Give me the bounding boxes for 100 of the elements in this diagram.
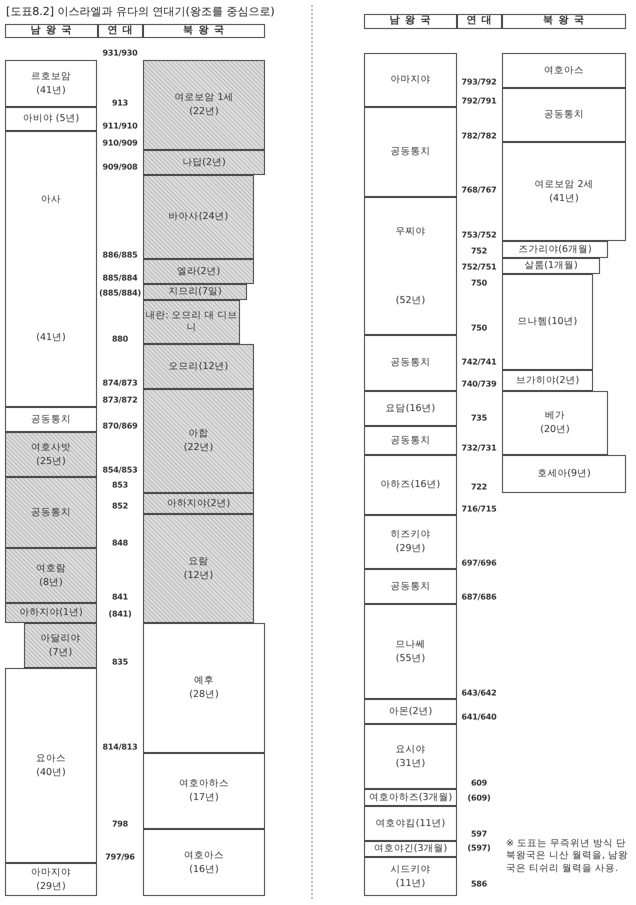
- year-label: 752/751: [462, 262, 496, 272]
- reign-label: 공동통치: [390, 357, 430, 369]
- king-name: 아달리야: [40, 632, 80, 644]
- reign-label: 공동통치: [31, 506, 71, 518]
- reign-label: 공동통치: [390, 146, 430, 158]
- reign-label: 즈가리야(6개월): [518, 244, 592, 256]
- year-label: 768/767: [462, 186, 496, 194]
- year-label: 750: [470, 324, 488, 332]
- reign-box: [364, 391, 457, 426]
- reign-box: [143, 60, 265, 150]
- year-label: 835: [112, 658, 128, 666]
- reign-box: [143, 259, 254, 284]
- column-header: 남 왕 국: [5, 24, 98, 38]
- reign-box: [5, 863, 97, 896]
- reign-length: (55년): [396, 652, 426, 664]
- reign-label: 바아사(24년): [168, 211, 228, 223]
- reign-label: 아비야 (5년): [22, 113, 80, 125]
- reign-label: 므나헴(10년): [518, 316, 578, 328]
- year-label: 643/642: [462, 688, 496, 698]
- king-name: 르호보암: [31, 70, 71, 82]
- reign-label: 엘라(2년): [176, 266, 220, 278]
- reign-box: [5, 60, 97, 107]
- reign-length: (7년): [48, 646, 72, 658]
- reign-box: [143, 753, 265, 829]
- reign-box: [5, 603, 97, 623]
- reign-label: 공동통치: [390, 580, 430, 592]
- year-label: 687/686: [462, 592, 496, 602]
- king-name: 여로보암 2세: [534, 178, 594, 190]
- year-label: 873/872: [102, 396, 138, 404]
- reign-box: [5, 407, 97, 432]
- year-label: 874/873: [102, 378, 138, 388]
- reign-box: [364, 426, 457, 455]
- reign-length: (22년): [184, 442, 214, 454]
- king-name: 므나쎄: [396, 638, 426, 650]
- reign-label: 여호아스: [544, 64, 584, 76]
- year-label: 641/640: [462, 712, 496, 722]
- reign-label: 아하지야(2년): [166, 498, 230, 510]
- year-label: 609: [470, 778, 488, 788]
- reign-length: (8년): [39, 576, 63, 588]
- reign-box: [364, 107, 457, 197]
- reign-box: [24, 623, 97, 668]
- reign-label: 아하지야(1년): [19, 607, 83, 619]
- reign-label: 여호아하즈(3개월): [368, 792, 452, 804]
- chart-title: [도표8.2] 이스라엘과 유다의 연대기(왕조를 중심으로): [6, 4, 275, 19]
- reign-box: [5, 668, 97, 863]
- reign-box: [364, 455, 457, 515]
- reign-box: [364, 789, 457, 806]
- king-name: 아사: [41, 194, 61, 206]
- reign-box: [502, 241, 608, 258]
- reign-box: [502, 455, 626, 493]
- king-name: 히즈키야: [390, 529, 430, 541]
- reign-label: 아몬(2년): [388, 706, 432, 718]
- reign-box: [364, 335, 457, 391]
- reign-label: 공동통치: [390, 434, 430, 446]
- year-label: 910/909: [102, 138, 138, 148]
- column-header: 연 대: [98, 24, 143, 38]
- king-name: 예후: [194, 675, 214, 687]
- year-label: 597: [470, 830, 488, 838]
- king-name: 여로보암 1세: [174, 92, 234, 104]
- reign-box: [143, 300, 240, 344]
- column-header: 연 대: [457, 14, 502, 29]
- king-name: 요시야: [396, 744, 426, 756]
- reign-box: [364, 569, 457, 604]
- king-name: 우찌야: [396, 226, 426, 238]
- year-label: 782/782: [462, 132, 496, 140]
- reign-box: [5, 107, 97, 131]
- year-label: 732/731: [462, 444, 496, 452]
- reign-label: 오므리(12년): [168, 360, 228, 372]
- reign-box: [502, 142, 626, 241]
- year-label: 854/853: [102, 466, 138, 474]
- reign-box: [143, 344, 254, 389]
- year-label: 913: [112, 98, 128, 108]
- reign-label: 브가히야(2년): [516, 374, 580, 386]
- year-label: 885/884: [102, 274, 138, 282]
- year-label: 716/715: [462, 504, 496, 514]
- king-name: 여호사밧: [31, 442, 71, 454]
- king-name: 베가: [545, 410, 565, 422]
- reign-box: [364, 857, 457, 896]
- king-name: 시드키야: [390, 864, 430, 876]
- reign-box: [364, 53, 457, 107]
- reign-label: 아하즈(16년): [380, 479, 440, 491]
- year-label: 931/930: [102, 48, 138, 58]
- year-label: 697/696: [462, 558, 496, 568]
- king-name: 여호람: [36, 562, 66, 574]
- year-label: 753/752: [462, 230, 496, 240]
- reign-box: [143, 284, 247, 300]
- reign-label: 나답(2년): [182, 156, 226, 168]
- year-label: 798: [112, 820, 128, 828]
- reign-length: (41년): [549, 192, 579, 204]
- year-label: 735: [470, 414, 488, 422]
- reign-label: 지므리(7일): [168, 286, 222, 298]
- reign-box: [364, 699, 457, 724]
- reign-label: 공동통치: [544, 109, 584, 121]
- reign-label: 호세아(9년): [537, 468, 591, 480]
- reign-box: [502, 274, 593, 370]
- reign-label: 요담(16년): [386, 402, 436, 414]
- reign-box: [5, 432, 97, 477]
- year-label: 792/791: [462, 96, 496, 106]
- reign-box: [502, 391, 608, 455]
- reign-length: (11년): [396, 878, 426, 890]
